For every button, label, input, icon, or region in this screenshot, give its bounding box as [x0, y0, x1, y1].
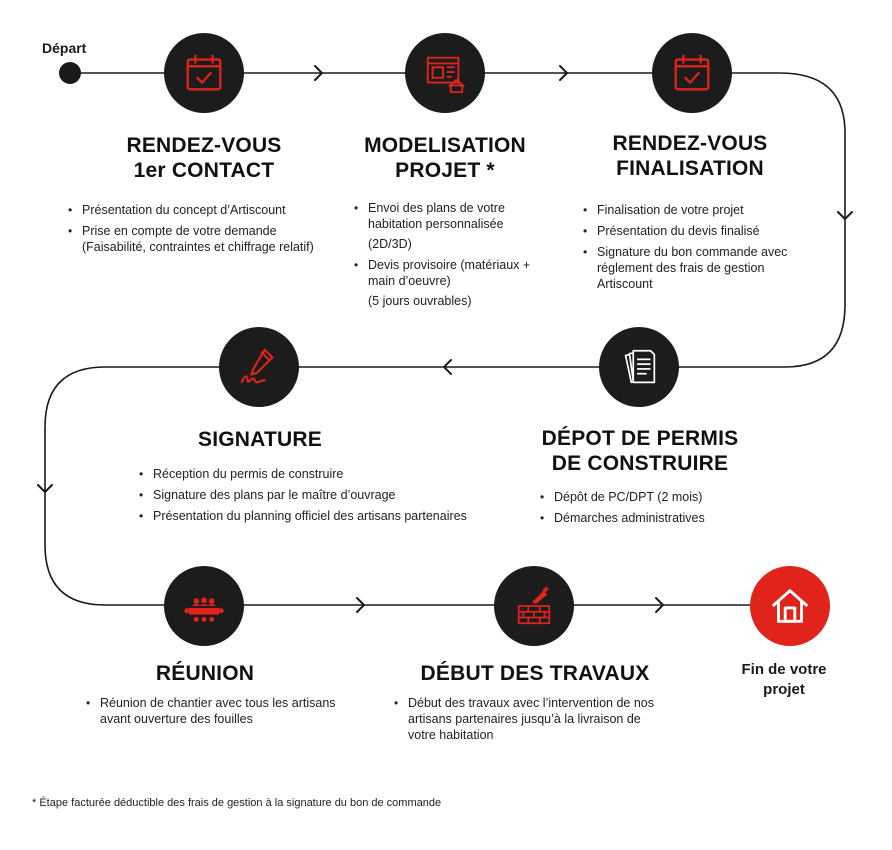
meeting-icon — [184, 597, 224, 622]
list-item: Présentation du concept d’Artiscount — [68, 202, 328, 218]
list-item: Démarches administratives — [540, 510, 760, 526]
list-item: Devis provisoire (matériaux + main d’oeu… — [354, 257, 559, 309]
step-1-node — [164, 33, 244, 113]
arrow-down-icon — [37, 484, 53, 493]
list-item: Dépôt de PC/DPT (2 mois) — [540, 489, 760, 505]
final-node — [750, 566, 830, 646]
list-item: Finalisation de votre projet — [583, 202, 798, 218]
list-item: Signature des plans par le maître d’ouvr… — [139, 487, 469, 503]
arrow-right-icon — [314, 65, 323, 81]
step-5-node — [219, 327, 299, 407]
blueprint-house-icon — [426, 56, 465, 94]
step-7-bullets: Début des travaux avec l’intervention de… — [394, 695, 669, 748]
house-icon — [771, 589, 809, 623]
arrow-down-icon — [837, 211, 853, 220]
step-6-node — [164, 566, 244, 646]
list-item: Réception du permis de construire — [139, 466, 469, 482]
list-item: Signature du bon commande avec réglement… — [583, 244, 798, 292]
step-5-bullets: Réception du permis de construire Signat… — [139, 466, 469, 529]
list-item: Prise en compte de votre demande(Faisabi… — [68, 223, 328, 255]
step-2-title: MODELISATION PROJET * — [364, 134, 526, 182]
step-6-title: RÉUNION — [155, 662, 255, 685]
brick-wall-trowel-icon — [517, 586, 551, 625]
step-3-title: RENDEZ-VOUS FINALISATION — [612, 132, 768, 180]
end-label: Fin de votre projet — [741, 661, 827, 698]
calendar-check-icon — [674, 54, 710, 91]
step-4-bullets: Dépôt de PC/DPT (2 mois) Démarches admin… — [540, 489, 760, 531]
step-1-title: RENDEZ-VOUS 1er CONTACT — [126, 134, 282, 182]
list-item: Présentation du devis finalisé — [583, 223, 798, 239]
arrow-right-icon — [655, 597, 664, 613]
list-item: Présentation du planning officiel des ar… — [139, 508, 469, 524]
start-label: Départ — [42, 40, 87, 56]
step-2-node — [405, 33, 485, 113]
step-3-bullets: Finalisation de votre projet Présentatio… — [583, 202, 798, 297]
documents-icon — [624, 349, 656, 384]
arrow-right-icon — [559, 65, 568, 81]
arrow-left-icon — [443, 359, 452, 375]
start-dot — [59, 62, 81, 84]
step-7-title: DÉBUT DES TRAVAUX — [420, 662, 650, 685]
step-3-node — [652, 33, 732, 113]
list-item: Envoi des plans de votre habitation pers… — [354, 200, 559, 252]
step-1-bullets: Présentation du concept d’Artiscount Pri… — [68, 202, 328, 260]
step-4-node — [599, 327, 679, 407]
arrow-right-icon — [356, 597, 365, 613]
footnote: * Étape facturée déductible des frais de… — [32, 797, 442, 809]
step-2-bullets: Envoi des plans de votre habitation pers… — [354, 200, 559, 314]
calendar-check-icon — [186, 54, 222, 91]
pen-signature-icon — [240, 348, 274, 384]
step-7-node — [494, 566, 574, 646]
step-6-bullets: Réunion de chantier avec tous les artisa… — [86, 695, 356, 732]
step-4-title: DÉPOT DE PERMIS DE CONSTRUIRE — [541, 427, 739, 475]
list-item: Réunion de chantier avec tous les artisa… — [86, 695, 356, 727]
list-item: Début des travaux avec l’intervention de… — [394, 695, 669, 743]
step-5-title: SIGNATURE — [198, 428, 322, 451]
